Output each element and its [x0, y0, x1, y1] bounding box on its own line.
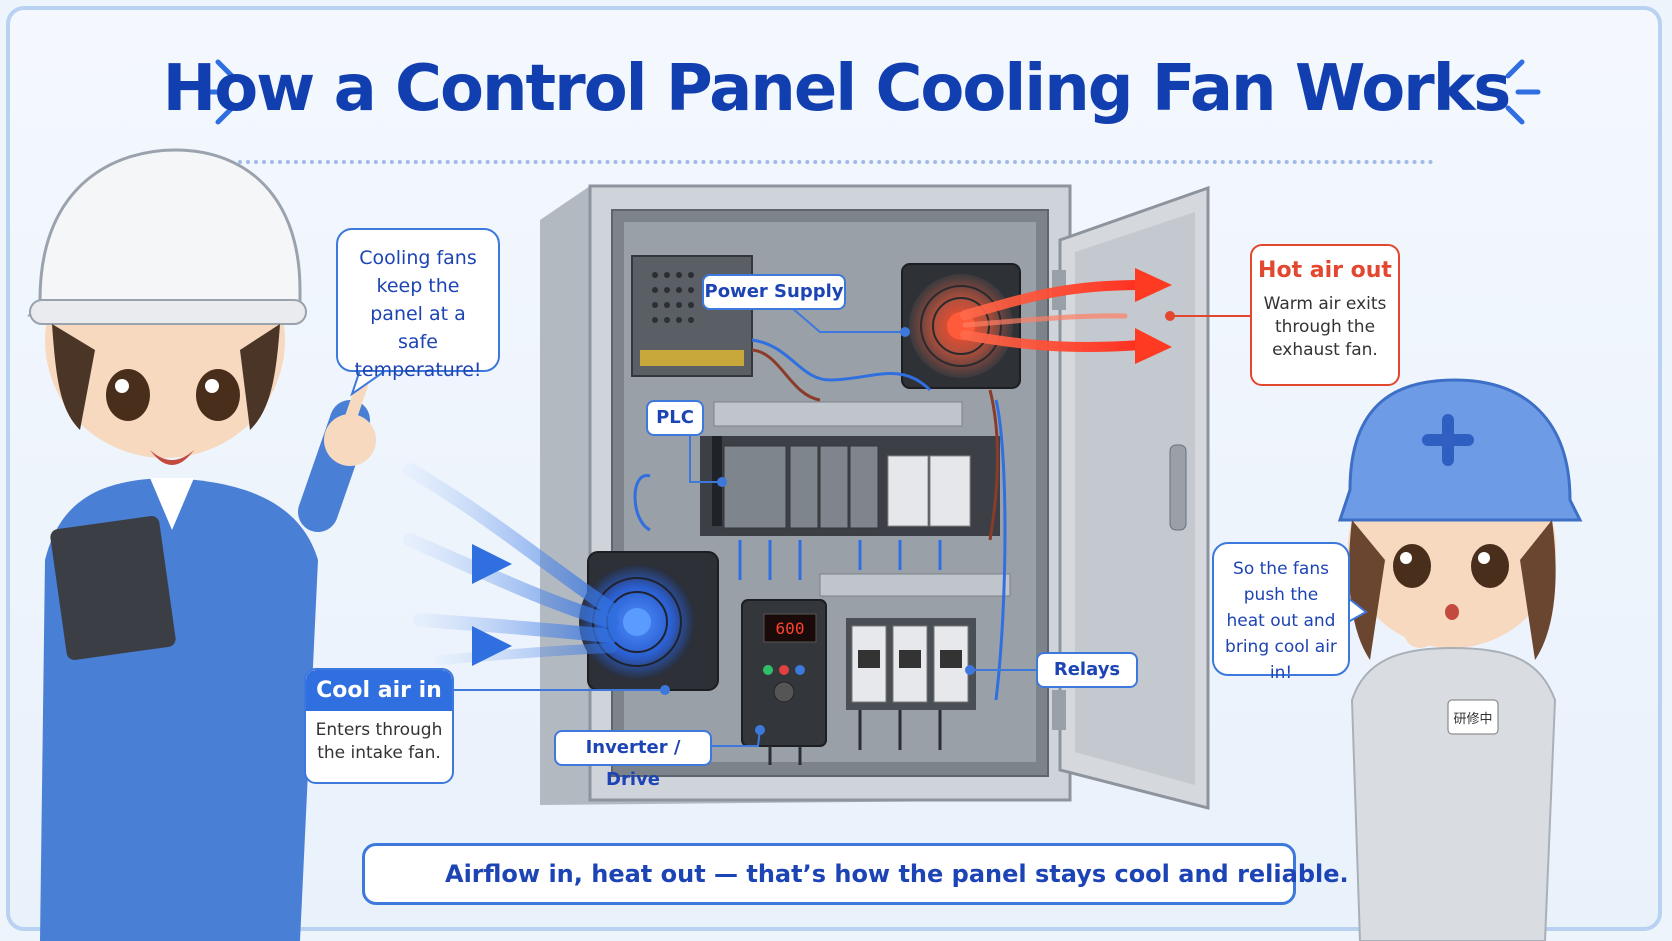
engineer-speech-text: Cooling fans keep the panel at a safe te…	[354, 247, 482, 381]
cool-air-heading: Cool air in	[306, 670, 452, 711]
trainee-badge: 研修中	[1453, 712, 1492, 727]
title-sparks-right	[1505, 59, 1541, 125]
label-power-supply: Power Supply	[702, 274, 846, 310]
page-title: How a Control Panel Cooling Fan Works	[162, 52, 1512, 126]
exhaust-fan	[901, 263, 1021, 389]
title-sparks-left	[199, 59, 235, 125]
trainee-character: 研修中	[1337, 378, 1583, 941]
title-divider	[238, 160, 1434, 164]
inverter-drive: 600	[741, 599, 827, 747]
summary-banner: Airflow in, heat out — that’s how the pa…	[362, 843, 1349, 905]
din-rail-lower	[819, 573, 1011, 597]
hot-leader-line	[1165, 311, 1250, 321]
summary-text: Airflow in, heat out — that’s how the pa…	[445, 860, 1349, 888]
wiring	[633, 338, 1007, 765]
trainee-speech-bubble: So the fans push the heat out and bring …	[1212, 542, 1350, 683]
leader-lines	[450, 307, 1036, 747]
relay-row	[846, 618, 976, 710]
plc-module-row	[700, 401, 1000, 536]
label-relays: Relays	[1036, 652, 1138, 688]
hot-air-heading: Hot air out	[1258, 258, 1392, 283]
engineer-character	[27, 148, 376, 941]
intake-fan	[579, 551, 719, 691]
cool-air-callout: Cool air in Enters through the intake fa…	[304, 668, 454, 784]
hot-air-callout: Hot air out Warm air exits through the e…	[1250, 244, 1400, 386]
cool-air-arrows	[403, 463, 619, 666]
label-plc: PLC	[646, 400, 704, 436]
label-inverter-drive: Inverter / Drive	[554, 730, 712, 790]
cool-air-text: Enters through the intake fan.	[315, 720, 443, 763]
hot-air-text: Warm air exits through the exhaust fan.	[1263, 294, 1387, 360]
drive-display: 600	[776, 619, 805, 638]
engineer-speech-bubble: Cooling fans keep the panel at a safe te…	[336, 228, 500, 381]
hot-air-arrows	[960, 268, 1172, 364]
trainee-speech-text: So the fans push the heat out and bring …	[1225, 559, 1337, 683]
